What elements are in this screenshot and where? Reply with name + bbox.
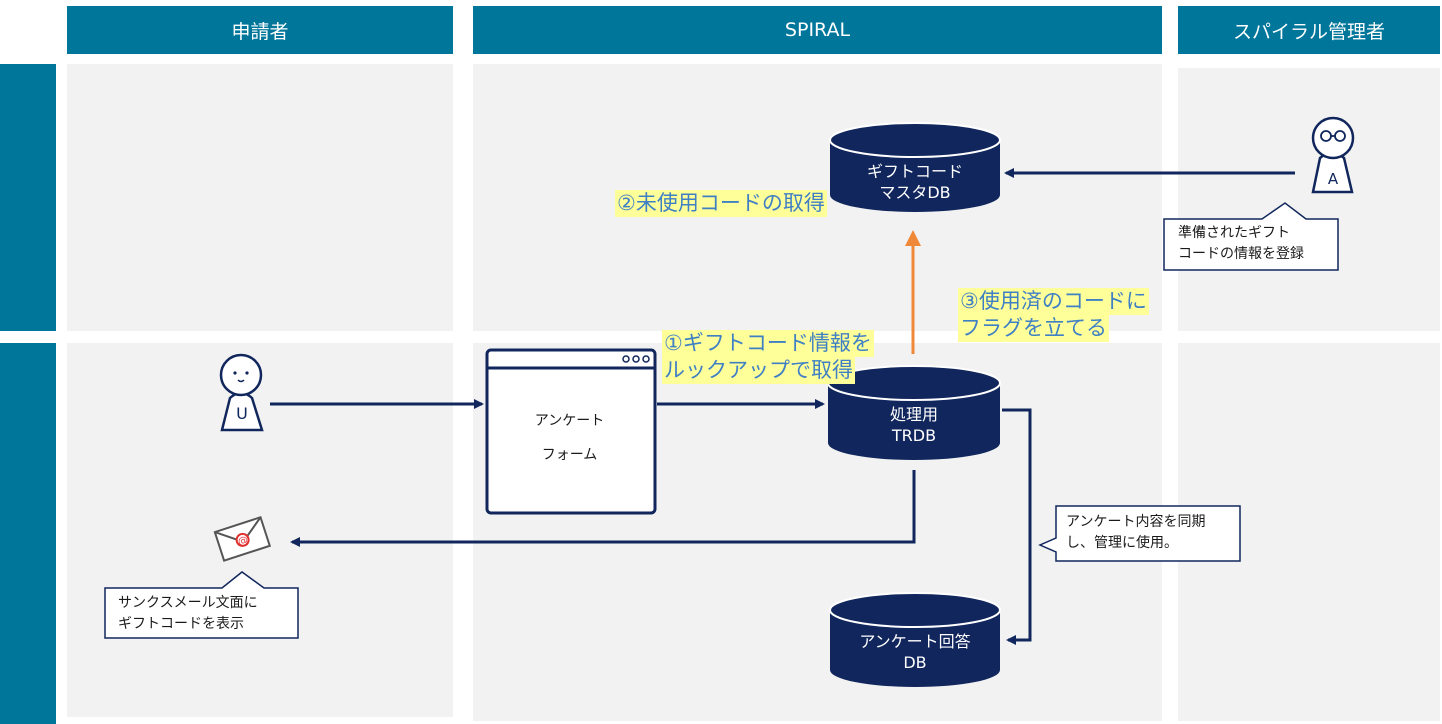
lane-header-admin: スパイラル管理者	[1178, 6, 1440, 54]
lane-header-spiral-label: SPIRAL	[784, 19, 851, 41]
callout-thanks-mail-text: サンクスメール文面に ギフトコードを表示	[118, 595, 258, 632]
svg-text:@: @	[237, 535, 250, 549]
mail-envelope-icon: @	[213, 516, 272, 562]
survey-form-window	[485, 348, 657, 515]
lane-header-spiral: SPIRAL	[473, 6, 1162, 54]
db-processing-label: 処理用 TRDB	[889, 405, 938, 445]
lane-header-applicant: 申請者	[67, 6, 453, 54]
arrow-trdb-to-master	[905, 230, 921, 354]
db-survey-answer-cylinder	[829, 592, 1001, 687]
step1-label: ①ギフトコード情報を ルックアップで取得	[662, 330, 874, 384]
callout-sync-shape	[1038, 505, 1241, 562]
callout-thanks-mail-shape	[104, 571, 299, 639]
row-bar-bottom	[0, 343, 56, 724]
admin-letter: A	[1327, 170, 1339, 188]
step3-label: ③使用済のコードに フラグを立てる	[958, 288, 1149, 342]
db-gift-master-cylinder	[829, 122, 1001, 212]
user-person-icon	[219, 353, 264, 432]
user-letter: U	[236, 404, 248, 423]
lane-header-applicant-label: 申請者	[231, 20, 289, 43]
callout-sync-text: アンケート内容を同期 し、管理に使用。	[1066, 514, 1206, 551]
arrow-trdb-to-answer	[1002, 408, 1032, 645]
admin-person-icon	[1311, 116, 1355, 194]
db-processing-cylinder	[827, 365, 1001, 460]
callout-admin-register-shape	[1163, 202, 1339, 271]
form-title-line1: アンケート	[534, 413, 605, 429]
form-title-line2: フォーム	[541, 447, 598, 463]
row-bar-top	[0, 64, 56, 331]
db-survey-answer-label: アンケート回答 DB	[859, 632, 971, 672]
step2-label: ②未使用コードの取得	[615, 190, 827, 217]
arrow-trdb-to-mail	[290, 470, 916, 547]
cell-applicant-top	[67, 64, 453, 331]
lane-header-admin-label: スパイラル管理者	[1232, 20, 1385, 43]
callout-admin-register-text: 準備されたギフト コードの情報を登録	[1178, 225, 1304, 262]
db-gift-master-label: ギフトコード マスタDB	[866, 162, 963, 202]
cell-admin-top	[1178, 68, 1440, 331]
